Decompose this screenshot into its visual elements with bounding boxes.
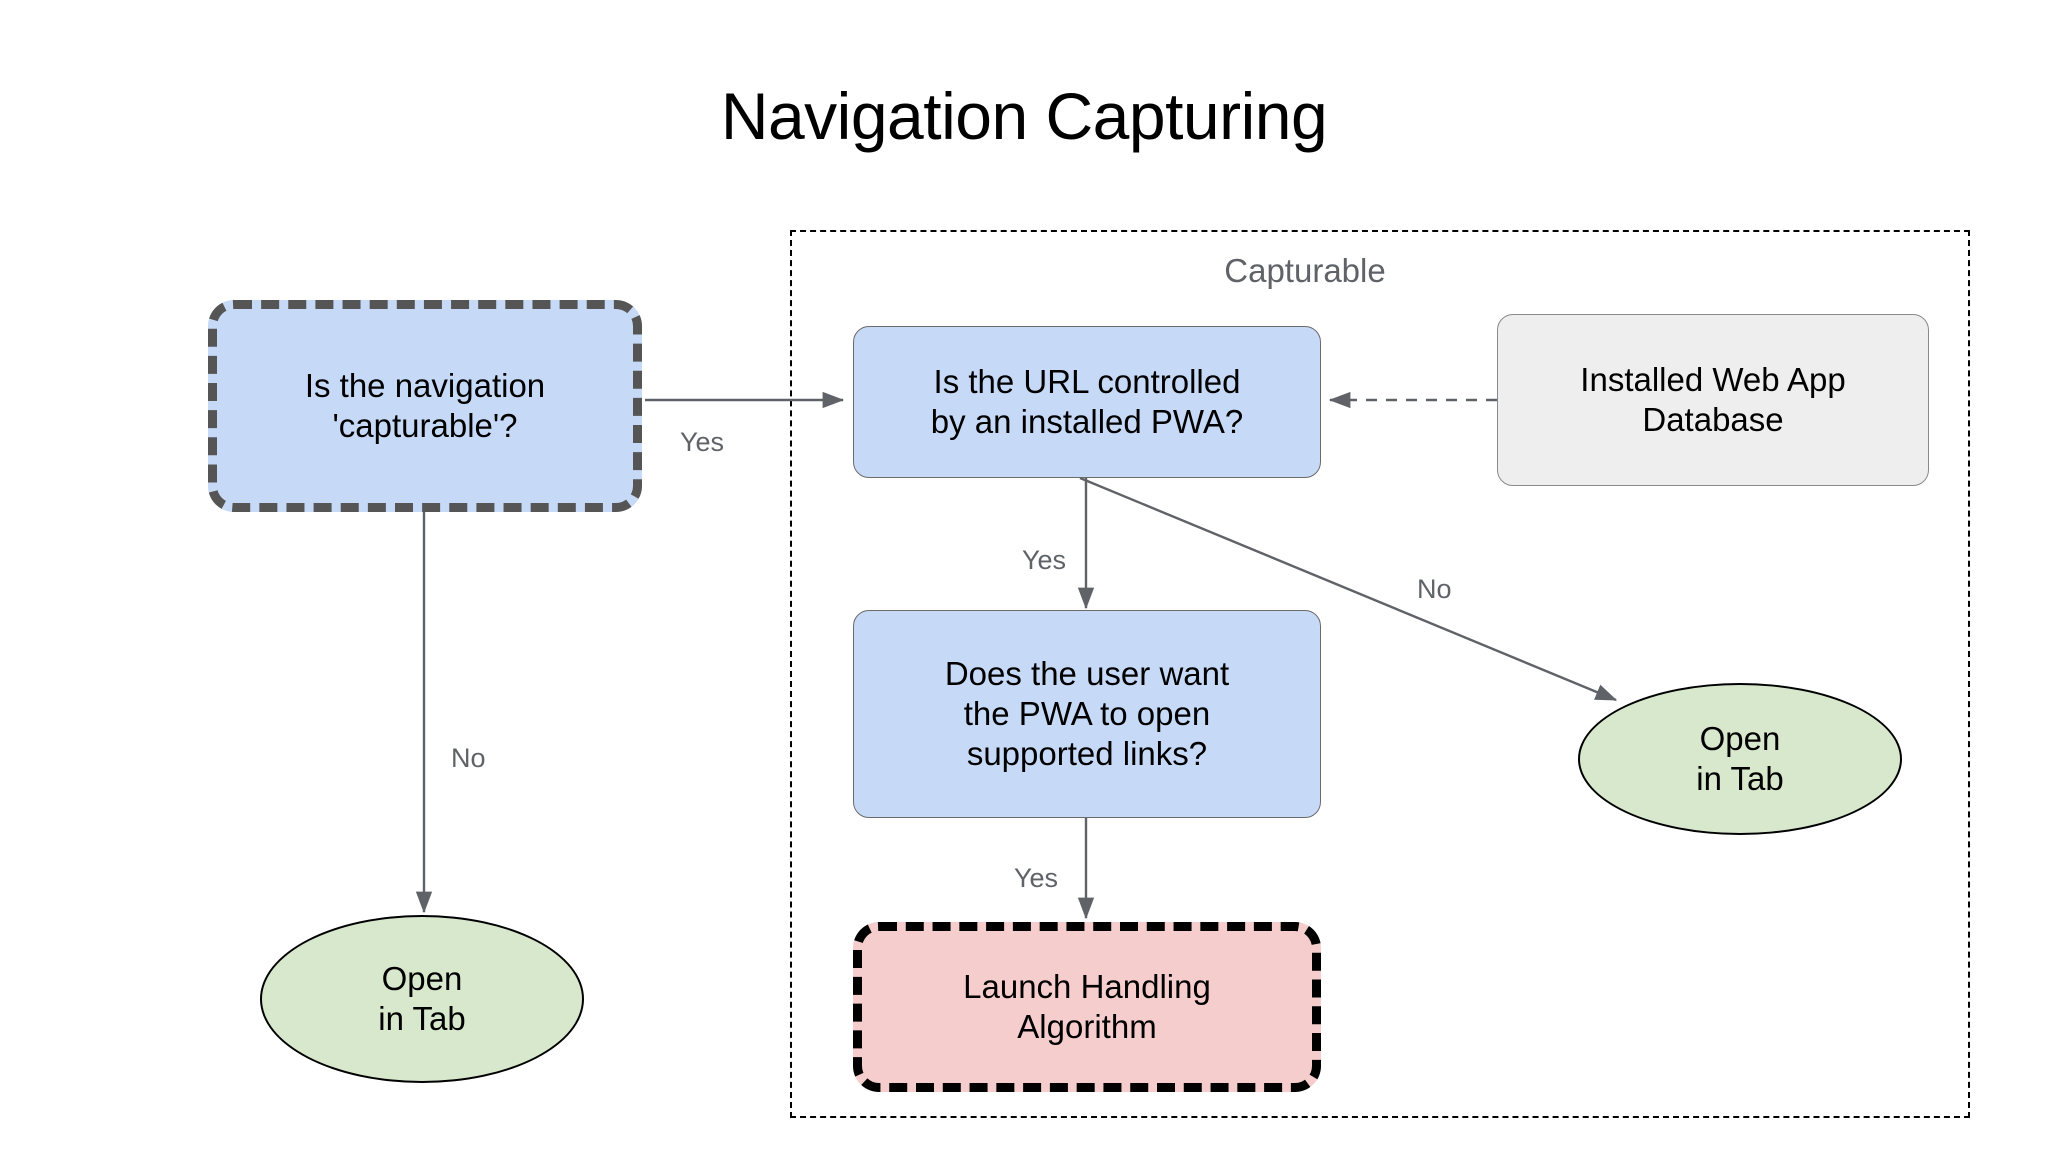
node-launch-handling-algorithm[interactable]: Launch Handling Algorithm [853, 922, 1321, 1092]
page-title: Navigation Capturing [720, 79, 1328, 153]
edge-label-url-no: No [1417, 574, 1452, 604]
node-does-user-want-pwa-open-links[interactable]: Does the user want the PWA to open suppo… [853, 610, 1321, 818]
capturable-group-container [790, 230, 1970, 1118]
edge-label-capturable-no: No [451, 743, 486, 773]
edge-label-user-yes: Yes [1014, 863, 1059, 893]
node-installed-web-app-database[interactable]: Installed Web App Database [1497, 314, 1929, 486]
node-open-in-tab-right[interactable]: Open in Tab [1578, 683, 1902, 835]
node-is-url-controlled-by-pwa[interactable]: Is the URL controlled by an installed PW… [853, 326, 1321, 478]
node-open-in-tab-left[interactable]: Open in Tab [260, 915, 584, 1083]
edge-label-capturable-yes: Yes [680, 427, 725, 457]
capturable-group-label: Capturable [1224, 252, 1386, 289]
node-is-navigation-capturable[interactable]: Is the navigation 'capturable'? [208, 300, 642, 512]
edge-label-url-yes: Yes [1022, 545, 1067, 575]
